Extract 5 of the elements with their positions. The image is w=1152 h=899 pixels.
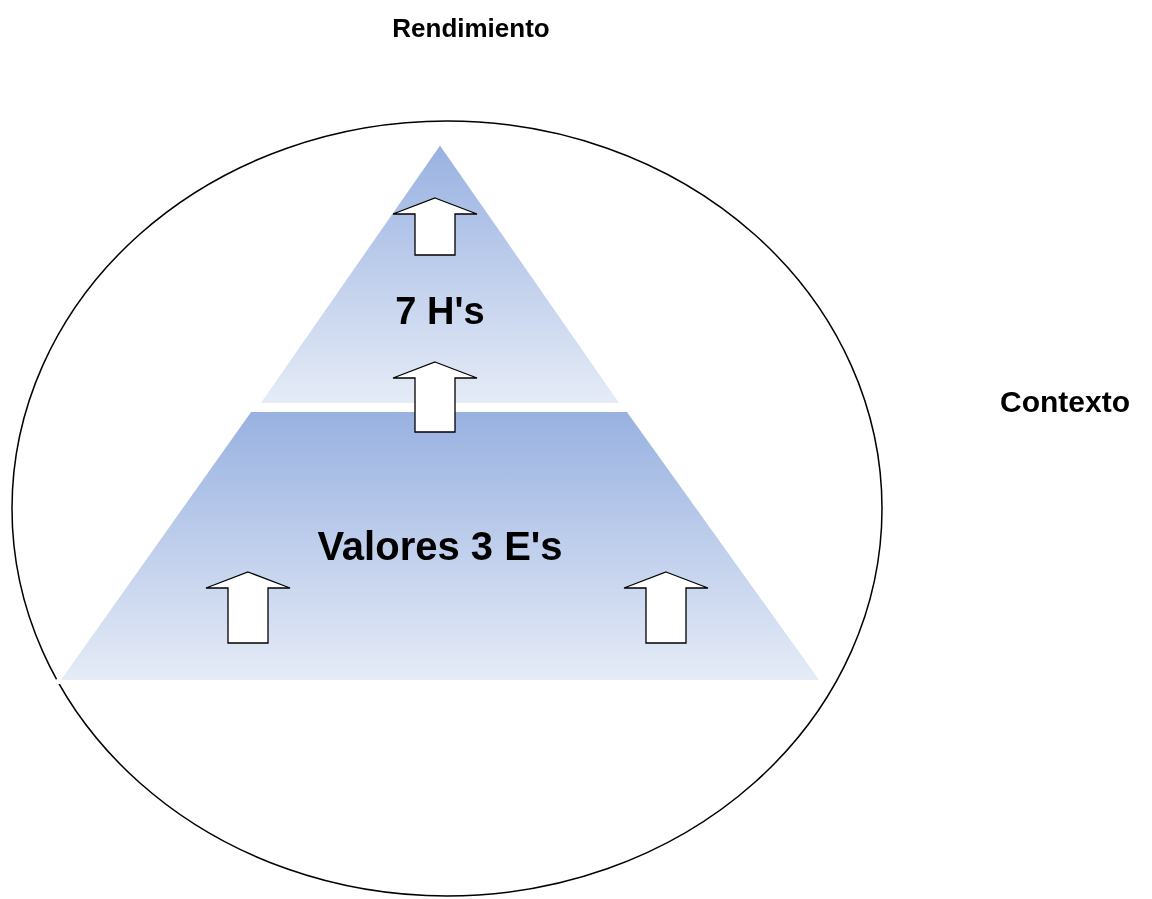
block-arrow — [392, 361, 478, 433]
node-label: 7 H's — [395, 289, 485, 333]
node-label: Valores 3 E's — [317, 523, 563, 569]
context-label: Contexto — [1000, 385, 1130, 419]
performance-label: Rendimiento — [392, 12, 550, 44]
